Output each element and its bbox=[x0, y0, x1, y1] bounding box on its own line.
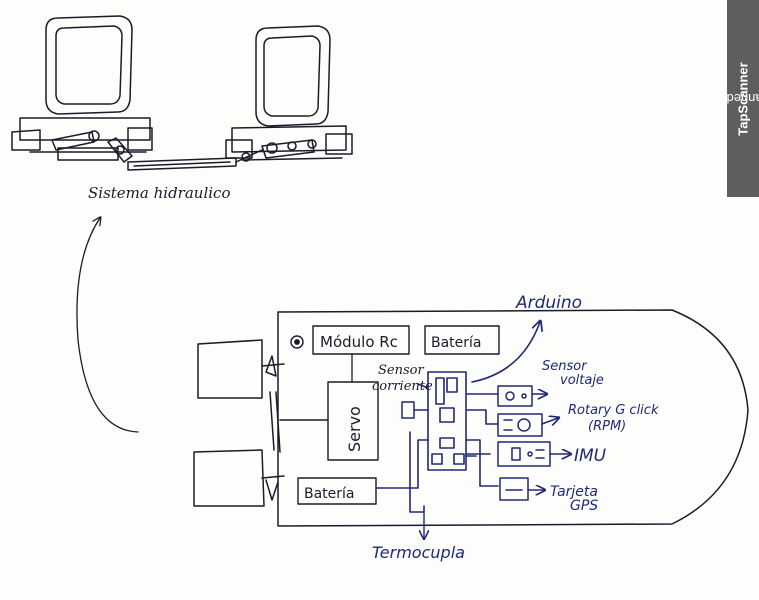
rotary-click-module bbox=[497, 413, 558, 437]
scanner-watermark: Scanned by TapScanner bbox=[709, 0, 759, 197]
current-sensor-label-line2: corriente bbox=[372, 379, 433, 394]
boat-hull bbox=[277, 309, 749, 527]
gps-label-line2: GPS bbox=[570, 498, 598, 514]
arduino-arrow bbox=[471, 322, 540, 383]
servo-box: Servo bbox=[327, 381, 379, 461]
imu-label: IMU bbox=[574, 446, 607, 466]
arduino-label: Arduino bbox=[515, 293, 582, 313]
rotary-label-line2: (RPM) bbox=[588, 419, 626, 434]
arduino-board bbox=[427, 371, 467, 471]
voltage-sensor-label-line2: voltaje bbox=[560, 373, 604, 388]
wires-blue bbox=[375, 393, 499, 513]
right-seat-drawing bbox=[225, 25, 353, 161]
battery-top-label: Batería bbox=[431, 335, 482, 351]
battery-bottom-label: Batería bbox=[304, 486, 355, 502]
thermocouple-label: Termocupla bbox=[372, 543, 465, 562]
servo-label: Servo bbox=[345, 406, 364, 452]
battery-top-box: Batería bbox=[424, 325, 500, 355]
rc-module-box: Módulo Rc bbox=[312, 325, 410, 355]
propulsion-pods bbox=[193, 339, 329, 507]
rc-receiver-mount bbox=[290, 335, 304, 349]
hydraulic-arrow bbox=[76, 218, 139, 433]
left-seat-drawing bbox=[11, 15, 153, 163]
imu-module bbox=[497, 441, 570, 467]
gps-label-line1: Tarjeta bbox=[550, 484, 598, 500]
battery-bottom-box: Batería bbox=[297, 477, 377, 505]
current-sensor-part bbox=[401, 383, 429, 419]
rc-module-label: Módulo Rc bbox=[320, 333, 398, 351]
current-sensor-label-line1: Sensor bbox=[378, 363, 424, 378]
hydraulic-link-rod bbox=[127, 149, 263, 171]
voltage-sensor-module bbox=[497, 385, 546, 407]
watermark-prefix: Scanned by bbox=[708, 91, 759, 107]
rotary-label-line1: Rotary G click bbox=[568, 403, 659, 418]
voltage-sensor-label-line1: Sensor bbox=[542, 359, 588, 374]
gps-module bbox=[499, 477, 544, 501]
hydraulic-label: Sistema hidraulico bbox=[88, 184, 230, 202]
